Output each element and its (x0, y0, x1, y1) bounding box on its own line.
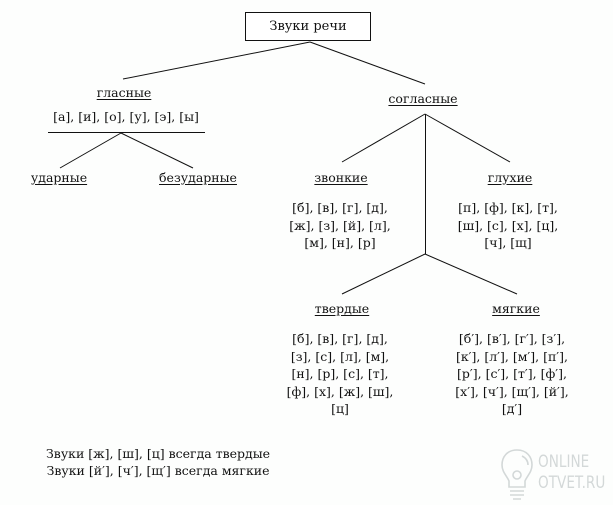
soft-label: мягкие (492, 301, 540, 316)
stressed-label: ударные (30, 170, 88, 185)
watermark-text: ONLINE OTVET.RU (538, 452, 605, 494)
watermark-line1: ONLINE (538, 452, 590, 472)
watermark-line2: OTVET.RU (538, 473, 606, 493)
connector-vowels-stressed (59, 132, 122, 169)
unstressed-label: безударные (159, 170, 237, 185)
root-node: Звуки речи (245, 12, 371, 41)
voiced-line: [б], [в], [г], [д], (292, 200, 388, 215)
soft-line: [б′], [в′], [г′], [з′], (458, 331, 566, 346)
hard-line: [н], [р], [с], [т], (291, 366, 389, 381)
connector-root-consonants (309, 41, 426, 85)
vowels-label: гласные (96, 85, 152, 100)
voiceless-line: [ч], [щ] (484, 235, 532, 250)
root-label: Звуки речи (269, 19, 347, 34)
voiced-line: [ж], [з], [й], [л], (289, 217, 391, 233)
vowels-list: [а], [и], [о], [у], [э], [ы] (53, 109, 199, 124)
hard-line: [ф], [х], [ж], [ш], (286, 383, 394, 399)
soft-line: [к′], [л′], [м′], [п′], (455, 348, 568, 364)
soft-line: [р′], [с′], [т′], [ф′], (457, 366, 567, 381)
note-hard: Звуки [ж], [ш], [ц] всегда твердые (46, 446, 271, 461)
note-soft: Звуки [й′], [ч′], [щ′] всегда мягкие (46, 463, 270, 478)
voiceless-label: глухие (487, 170, 533, 185)
connector-hard (341, 253, 426, 295)
connector-soft (424, 253, 518, 295)
connector-consonants-voiced (341, 113, 426, 163)
notes: Звуки [ж], [ш], [ц] всегда твердые Звуки… (46, 445, 270, 479)
connector-vowels-unstressed (120, 132, 194, 169)
soft-line: [д′] (501, 401, 523, 416)
soft-line: [х′], [ч′], [щ′], [й′], (455, 383, 569, 399)
consonants-label: согласные (388, 91, 458, 106)
hard-line: [ц] (331, 401, 349, 416)
hard-line: [б], [в], [г], [д], (292, 331, 388, 346)
connector-consonants-voiceless (424, 113, 511, 163)
watermark: ONLINE OTVET.RU (500, 447, 610, 502)
soft-list: [б′], [в′], [г′], [з′], [к′], [л′], [м′]… (455, 330, 568, 418)
hard-label: твердые (314, 301, 370, 316)
lightbulb-icon (501, 449, 533, 500)
voiced-label: звонкие (314, 170, 368, 185)
voiceless-list: [п], [ф], [к], [т], [ш], [с], [х], [ц], … (458, 199, 559, 252)
voiceless-line: [ш], [с], [х], [ц], (457, 217, 559, 233)
voiceless-line: [п], [ф], [к], [т], (458, 200, 558, 215)
hard-list: [б], [в], [г], [д], [з], [с], [л], [м], … (287, 330, 394, 418)
hard-line: [з], [с], [л], [м], (290, 348, 390, 364)
voiced-list: [б], [в], [г], [д], [ж], [з], [й], [л], … (289, 199, 390, 252)
voiced-line: [м], [н], [р] (304, 235, 376, 250)
connector-root-vowels (122, 41, 311, 80)
